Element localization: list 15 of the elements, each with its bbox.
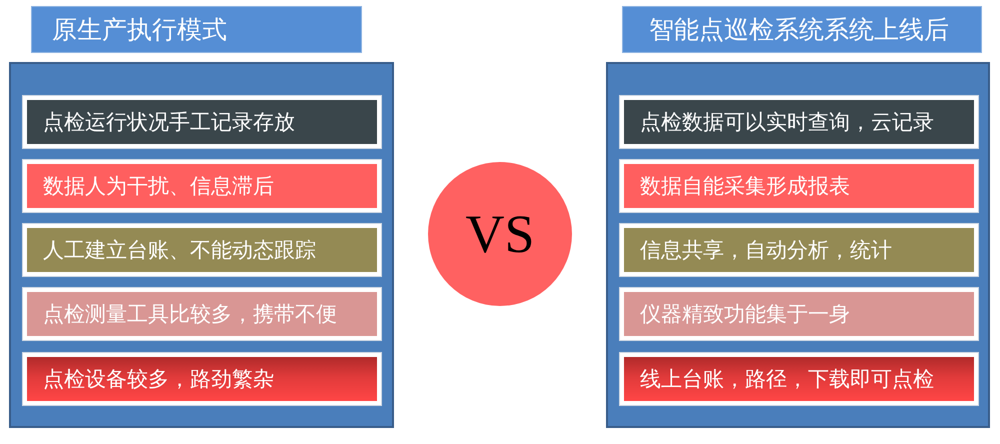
- panel: [9, 62, 394, 428]
- feature-box: 点检运行状况手工记录存放: [23, 96, 381, 148]
- feature-box: 信息共享，自动分析，统计: [620, 224, 978, 276]
- panel: [606, 62, 990, 428]
- feature-box: 仪器精致功能集于一身: [620, 288, 978, 340]
- feature-box: 点检数据可以实时查询，云记录: [620, 96, 978, 148]
- feature-box: 人工建立台账、不能动态跟踪: [23, 224, 381, 276]
- heading-banner: 智能点巡检系统系统上线后: [622, 6, 982, 53]
- feature-box: 点检设备较多，路劲繁杂: [23, 353, 381, 405]
- feature-box: 点检测量工具比较多，携带不便: [23, 288, 381, 340]
- feature-box: 数据自能采集形成报表: [620, 160, 978, 212]
- feature-box: 线上台账，路径，下载即可点检: [620, 353, 978, 405]
- heading-banner: 原生产执行模式: [31, 6, 362, 53]
- vs-circle: VS: [428, 162, 572, 306]
- feature-box: 数据人为干扰、信息滞后: [23, 160, 381, 212]
